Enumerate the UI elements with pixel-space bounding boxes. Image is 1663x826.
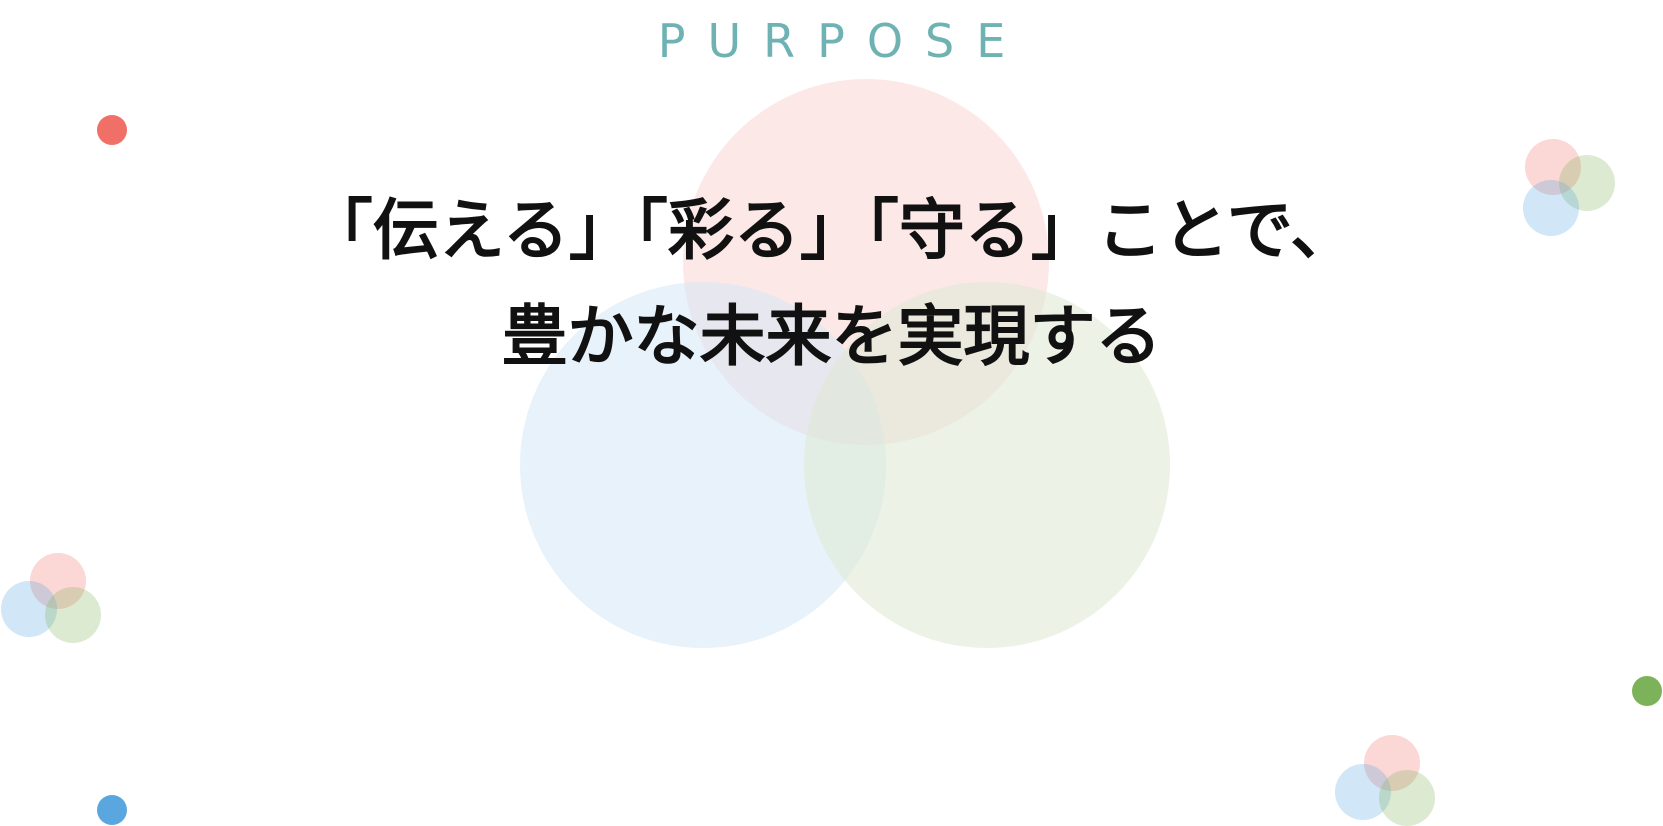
decor-cluster-tr-green <box>1559 155 1615 211</box>
decor-cluster-br-green <box>1379 770 1435 826</box>
decor-dot-green <box>1632 676 1662 706</box>
decor-cluster-tr-red <box>1525 139 1581 195</box>
decor-cluster-br-red <box>1364 735 1420 791</box>
section-eyebrow: PURPOSE <box>657 14 1028 68</box>
headline-line-2: 豊かな未来を実現する <box>501 298 1162 375</box>
headline-line-1: 「伝える」「彩る」「守る」ことで、 <box>306 192 1357 269</box>
decor-cluster-l-blue <box>1 581 57 637</box>
decor-cluster-tr-blue <box>1523 180 1579 236</box>
decor-cluster-l-red <box>30 553 86 609</box>
decor-cluster-br-blue <box>1335 764 1391 820</box>
venn-circle-green <box>804 282 1170 648</box>
decor-dot-red <box>97 115 127 145</box>
decor-dot-blue <box>97 795 127 825</box>
decor-cluster-l-green <box>45 587 101 643</box>
purpose-headline: 「伝える」「彩る」「守る」ことで、 豊かな未来を実現する <box>0 178 1663 390</box>
